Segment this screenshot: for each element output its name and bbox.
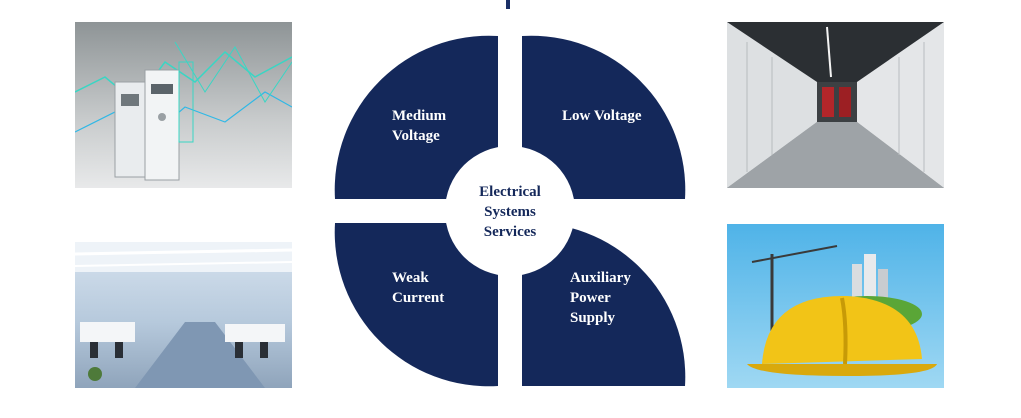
label-line: Power: [570, 290, 611, 306]
quadrant-label-medium-voltage: Medium Voltage: [392, 106, 446, 146]
hardhat-city-photo: [727, 224, 944, 388]
quadrant-top-left: [334, 35, 498, 199]
quadrant-top-right: [522, 35, 686, 199]
services-diagram: Medium Voltage Low Voltage Weak Current …: [330, 0, 690, 418]
center-line: Services: [483, 224, 537, 240]
quadrant-bottom-left: [334, 223, 498, 387]
top-marker: [506, 0, 510, 9]
label-line: Auxiliary: [570, 270, 631, 286]
switchgear-corridor-photo: [727, 22, 944, 188]
office-photo: [75, 242, 292, 388]
quadrant-label-weak-current: Weak Current: [392, 268, 444, 308]
center-line: Electrical: [479, 184, 541, 200]
label-line: Weak: [392, 270, 429, 286]
quadrant-label-auxiliary-power-supply: Auxiliary Power Supply: [570, 268, 631, 328]
label-line: Current: [392, 290, 445, 306]
center-label: Electrical Systems Services: [450, 182, 570, 242]
switchgear-photo: [75, 22, 292, 188]
label-line: Medium: [392, 108, 447, 124]
center-line: Systems: [484, 204, 536, 220]
quadrant-bottom-right: [522, 222, 686, 386]
center-circle: [445, 146, 575, 276]
label-line: Voltage: [392, 128, 440, 144]
quadrant-label-low-voltage: Low Voltage: [562, 106, 642, 126]
label-line: Supply: [570, 310, 616, 326]
label-line: Low Voltage: [562, 108, 642, 124]
